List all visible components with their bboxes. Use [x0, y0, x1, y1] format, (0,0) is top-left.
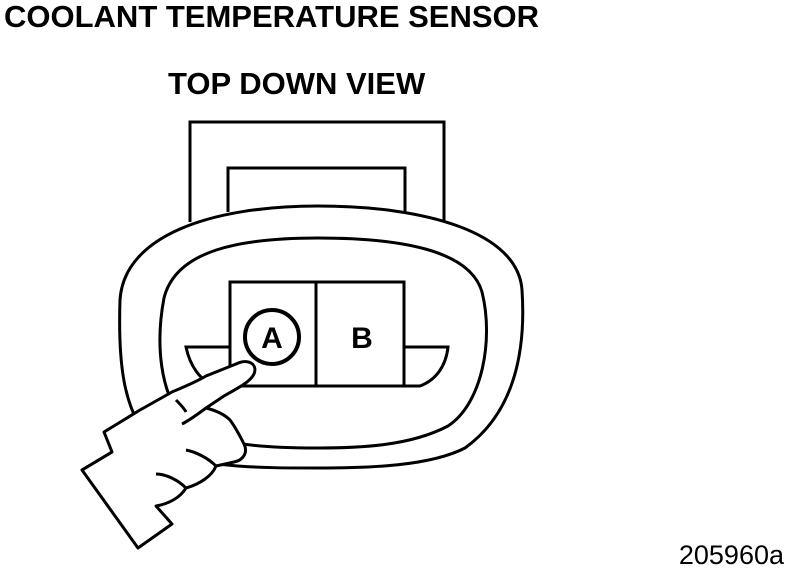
right-guide-ridge	[402, 345, 450, 388]
connector-lock-tab-outer	[188, 120, 446, 222]
view-label: TOP DOWN VIEW	[168, 66, 426, 101]
reference-number: 205960a	[678, 540, 784, 570]
terminal-b-label: B	[351, 322, 373, 355]
terminal-a-label: A	[261, 322, 283, 355]
pointing-hand-icon	[80, 360, 257, 550]
terminal-a-highlight-circle	[243, 308, 301, 366]
diagram-title: COOLANT TEMPERATURE SENSOR	[4, 0, 540, 34]
connector-lock-tab-inner	[226, 166, 407, 212]
